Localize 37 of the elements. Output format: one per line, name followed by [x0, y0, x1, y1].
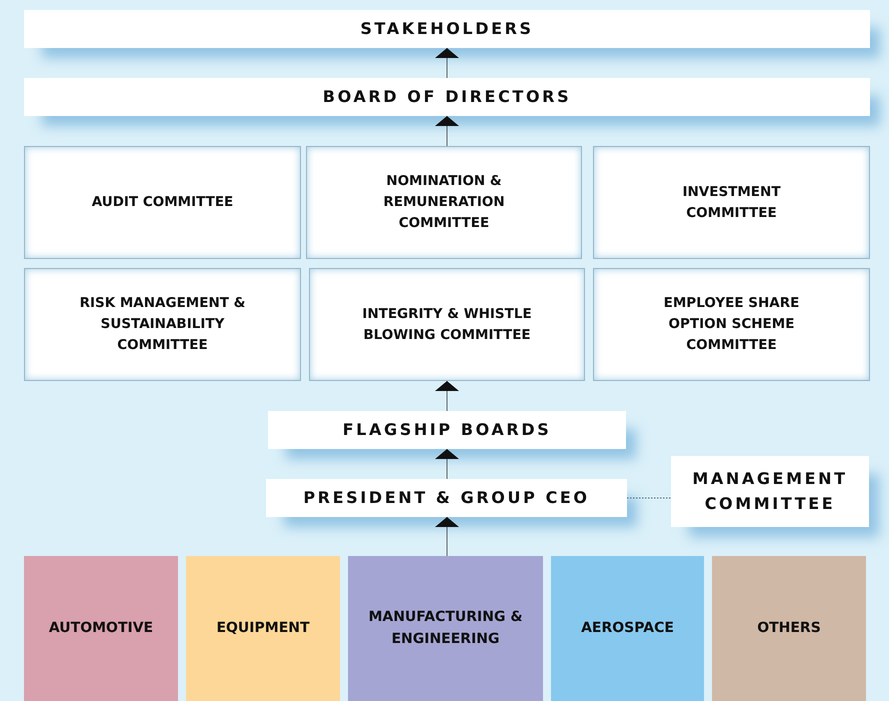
node-label: NOMINATION & REMUNERATION COMMITTEE: [382, 172, 506, 233]
committee-box: [306, 146, 582, 259]
arrow: [435, 116, 459, 146]
org-box: [266, 479, 627, 517]
committee-box: [24, 146, 301, 259]
arrow: [435, 48, 459, 78]
node-label: AUDIT COMMITTEE: [92, 193, 234, 212]
node-label: FLAGSHIP BOARDS: [342, 418, 552, 441]
node-label: EMPLOYEE SHARE OPTION SCHEME COMMITTEE: [662, 294, 800, 355]
node-label: MANAGEMENT COMMITTEE: [691, 468, 849, 514]
node-label: STAKEHOLDERS: [360, 18, 534, 40]
segment-box: [551, 556, 704, 701]
node-label: MANUFACTURING & ENGINEERING: [367, 608, 524, 648]
arrow: [435, 516, 459, 556]
node-label: RISK MANAGEMENT & SUSTAINABILITY COMMITTEE: [78, 294, 246, 355]
committee-box: [593, 146, 870, 259]
org-box: [671, 456, 869, 527]
committee-box: [24, 268, 301, 381]
node-label: AUTOMOTIVE: [48, 618, 154, 638]
org-box: [268, 411, 626, 449]
segment-box: [24, 556, 178, 701]
arrow: [435, 448, 459, 480]
committee-box: [309, 268, 585, 381]
node-label: BOARD OF DIRECTORS: [322, 86, 572, 108]
node-label: OTHERS: [757, 618, 821, 638]
segment-box: [186, 556, 340, 701]
node-label: AEROSPACE: [581, 618, 674, 638]
segment-box: [712, 556, 866, 701]
node-label: INVESTMENT COMMITTEE: [681, 182, 782, 222]
org-box: [24, 10, 870, 48]
arrow: [435, 380, 459, 412]
node-label: EQUIPMENT: [216, 618, 310, 638]
committee-box: [593, 268, 870, 381]
node-label: INTEGRITY & WHISTLE BLOWING COMMITTEE: [361, 304, 533, 344]
org-box: [24, 78, 870, 116]
node-label: PRESIDENT & GROUP CEO: [303, 486, 590, 509]
segment-box: [348, 556, 543, 701]
